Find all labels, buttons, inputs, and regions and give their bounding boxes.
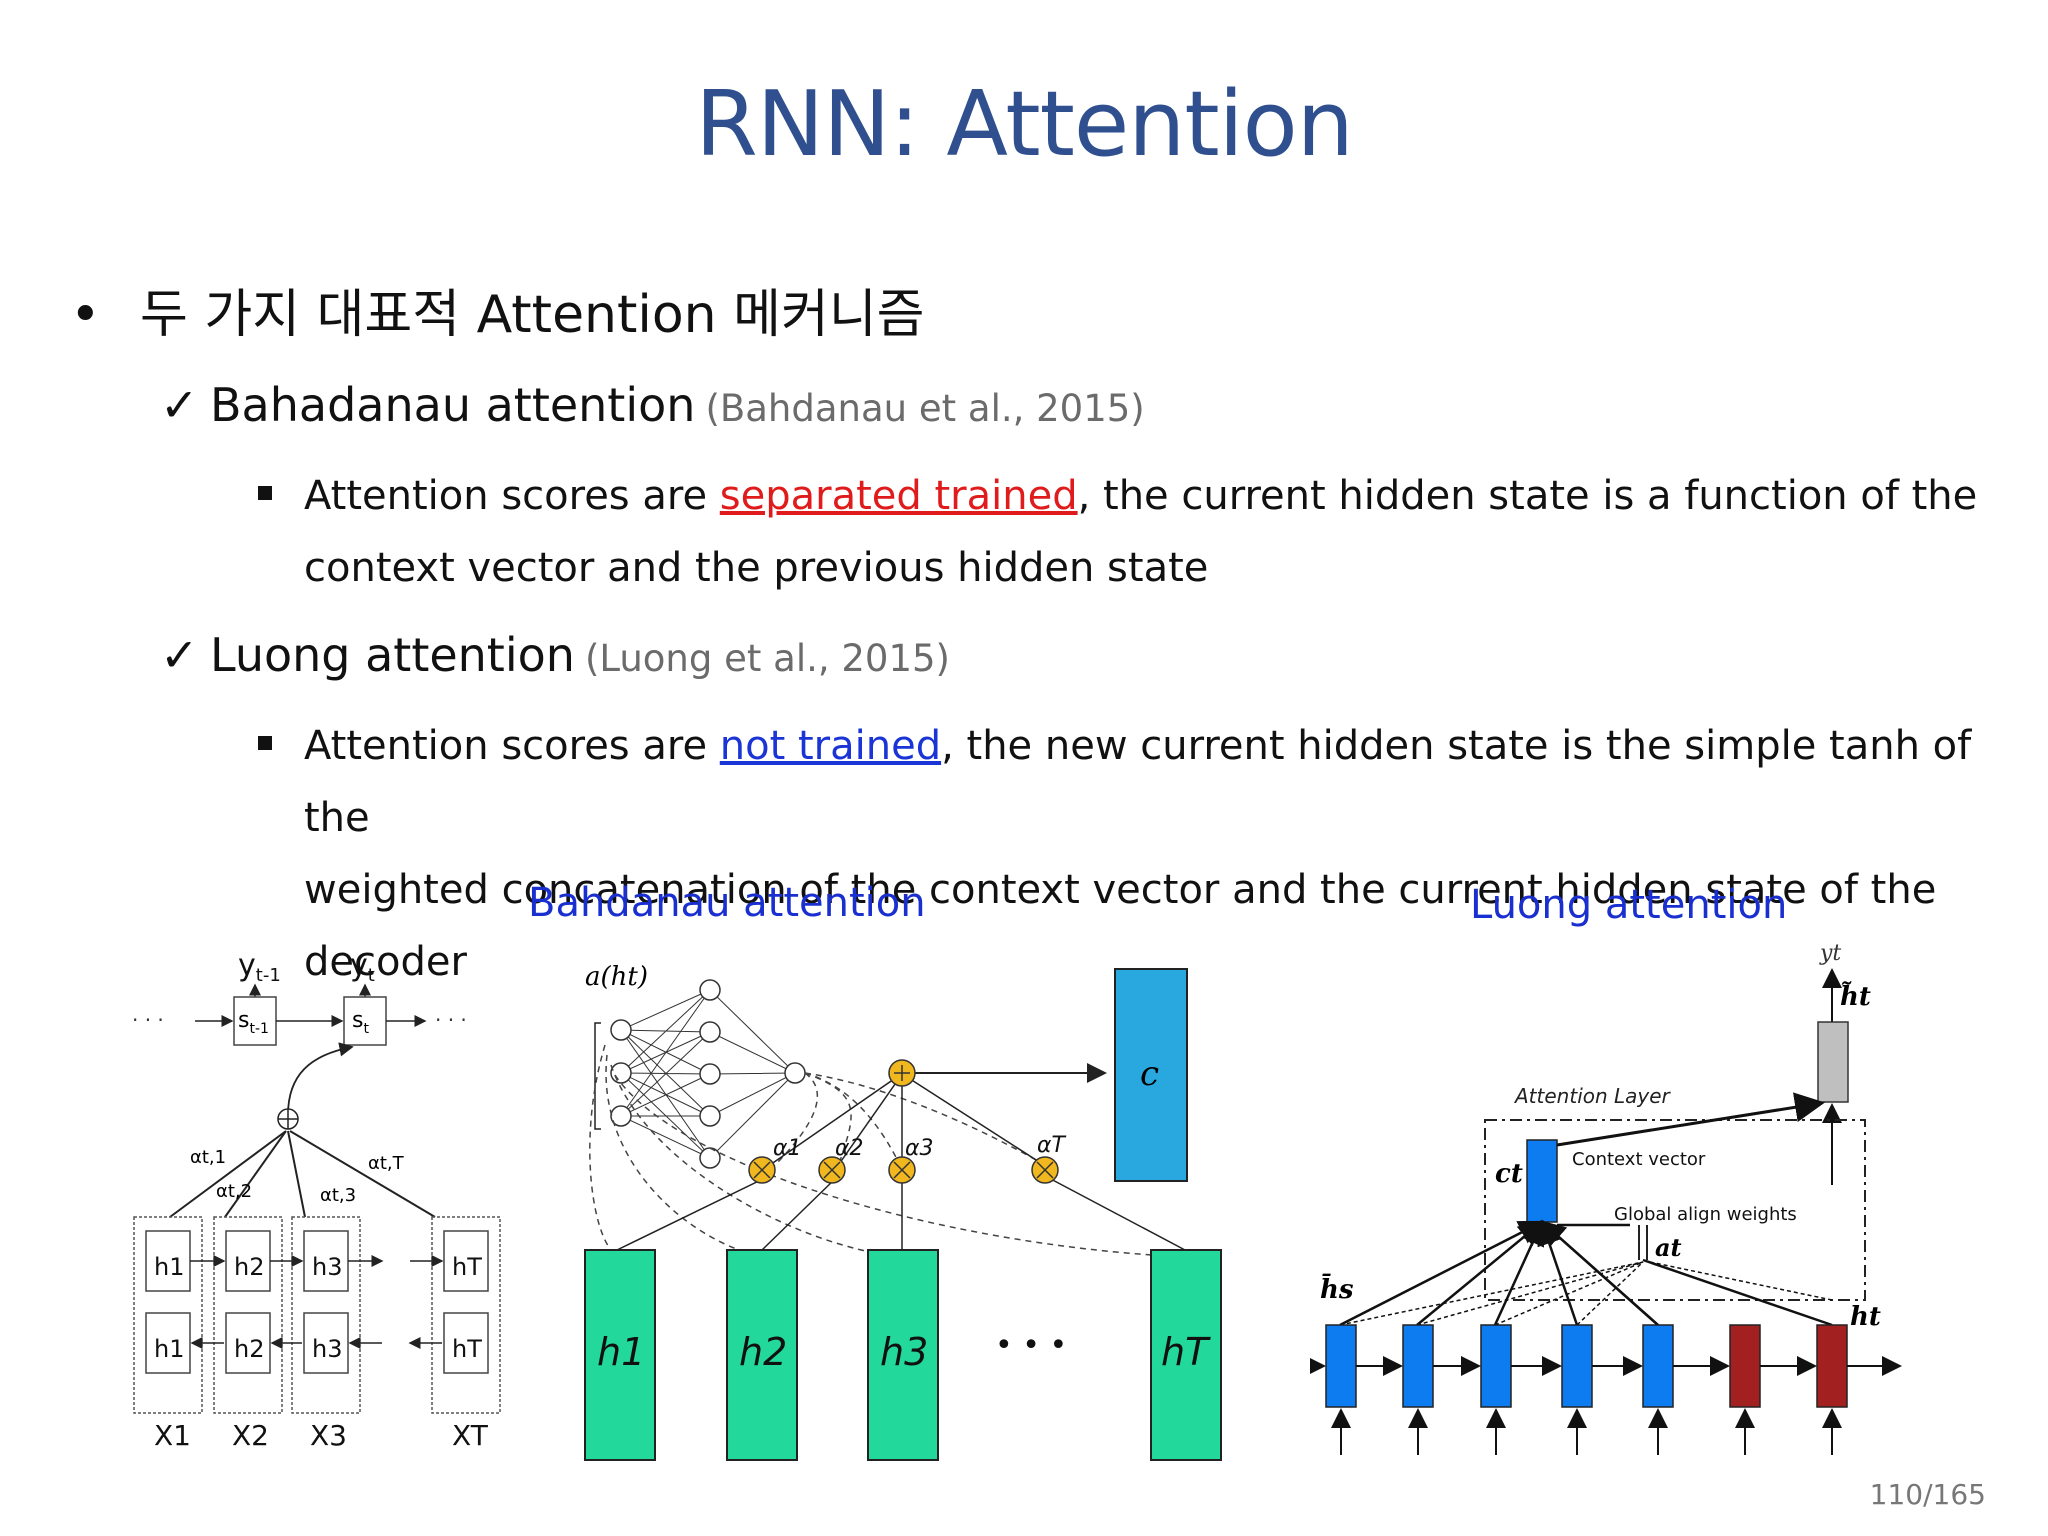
y-cur-sub: t	[368, 965, 375, 986]
sub-bullet-luong: ✓Luong attention(Luong et al., 2015)	[160, 628, 950, 682]
x-label: X3	[310, 1419, 347, 1452]
alpha-label: αt,1	[190, 1147, 226, 1168]
h-t-label: ht	[1850, 1302, 1881, 1332]
desc-text: context vector and the previous hidden s…	[304, 545, 1209, 591]
luong-name: Luong attention	[210, 628, 575, 682]
separated-trained-highlight: separated trained	[719, 473, 1078, 519]
x-label: X1	[154, 1419, 191, 1452]
decoder-cell	[1816, 1324, 1848, 1408]
bahdanau-name: Bahadanau attention	[210, 378, 696, 432]
left-ellipsis: · · ·	[132, 1008, 164, 1032]
bahdanau-attention-diagram: a(ht) α1 α2 α3	[584, 962, 1222, 1461]
right-ellipsis: · · ·	[435, 1008, 467, 1032]
luong-caption: Luong attention	[1470, 882, 1788, 928]
y-t-label: yt	[1819, 941, 1841, 966]
h-label: hT	[1161, 1330, 1211, 1374]
a-ht-label: a(ht)	[585, 962, 648, 992]
h-s-label: h̄s	[1320, 1273, 1354, 1305]
h-forward-label: h2	[234, 1253, 264, 1281]
h-label: h1	[597, 1330, 645, 1374]
x-label: XT	[452, 1419, 489, 1452]
desc-text: , the new current hidden state is the si…	[304, 723, 1972, 841]
bahdanau-caption: Bahdanau attention	[528, 880, 926, 926]
page-number: 110/165	[1869, 1478, 1986, 1511]
checkmark-icon: ✓	[160, 378, 199, 432]
alpha-label: αt,T	[368, 1153, 405, 1174]
c-t-label: ct	[1495, 1159, 1523, 1189]
s-cur-sub: t	[363, 1021, 369, 1037]
luong-citation: (Luong et al., 2015)	[584, 637, 950, 680]
s-prev-label: s	[238, 1008, 249, 1033]
output-cell	[1817, 1021, 1849, 1103]
alpha-label: αt,3	[320, 1185, 356, 1206]
h-backward-label: h3	[312, 1335, 342, 1363]
h-backward-label: h1	[154, 1335, 184, 1363]
y-prev-sub: t-1	[256, 965, 281, 986]
alpha-label: αT	[1037, 1133, 1067, 1158]
c-label: c	[1140, 1054, 1159, 1094]
decoder-cell	[1729, 1324, 1761, 1408]
luong-attention-diagram: yt h̃t Attention Layer ct Context vector…	[1310, 941, 1902, 1455]
desc-text: Attention scores are	[304, 723, 720, 769]
desc-text: Attention scores are	[304, 473, 720, 519]
alpha-label: αt,2	[216, 1181, 252, 1202]
square-bullet-icon	[258, 486, 272, 500]
h-forward-label: h1	[154, 1253, 184, 1281]
h-tilde-label: h̃t	[1840, 981, 1871, 1012]
ellipsis-dots: • • •	[995, 1328, 1067, 1363]
context-vector-label: Context vector	[1572, 1149, 1706, 1170]
attention-layer-label: Attention Layer	[1513, 1084, 1672, 1108]
svg-text:st: st	[352, 1008, 369, 1037]
encoder-cell	[1642, 1324, 1674, 1408]
h-forward-label: hT	[452, 1253, 482, 1281]
bullet-dot-icon: •	[70, 285, 101, 345]
s-prev-sub: t-1	[249, 1021, 268, 1037]
context-vector-cell	[1526, 1139, 1558, 1223]
context-vector-box	[1114, 968, 1188, 1182]
encoder-cell	[1480, 1324, 1512, 1408]
s-cur-cell	[343, 996, 387, 1046]
s-cur-label: s	[352, 1008, 363, 1033]
encoder-hidden-box	[867, 1249, 939, 1461]
slide-title: RNN: Attention	[695, 72, 1353, 177]
bidirectional-attention-diagram: yt-1 yt · · · · · · st-1 st αt,1 αt,2 αt…	[132, 948, 501, 1452]
desc-text: , the current hidden state is a function…	[1077, 473, 1978, 519]
encoder-hidden-box	[1150, 1249, 1222, 1461]
checkmark-icon: ✓	[160, 628, 199, 682]
svg-text:yt: yt	[350, 948, 375, 986]
svg-text:st-1: st-1	[238, 1008, 269, 1037]
bahdanau-citation: (Bahdanau et al., 2015)	[705, 387, 1145, 430]
global-align-label: Global align weights	[1614, 1204, 1797, 1225]
attention-layer-box	[1484, 1119, 1866, 1301]
not-trained-highlight: not trained	[719, 723, 942, 769]
sub-bullet-bahdanau: ✓Bahadanau attention(Bahdanau et al., 20…	[160, 378, 1145, 432]
y-cur-label: y	[350, 948, 368, 983]
encoder-cell	[1325, 1324, 1357, 1408]
h-backward-label: h2	[234, 1335, 264, 1363]
s-prev-cell	[233, 996, 277, 1046]
alpha-label: α2	[835, 1136, 864, 1161]
alpha-label: α3	[905, 1136, 934, 1161]
h-backward-label: hT	[452, 1335, 482, 1363]
h-forward-label: h3	[312, 1253, 342, 1281]
encoder-cell	[1402, 1324, 1434, 1408]
square-bullet-icon	[258, 736, 272, 750]
y-prev-label: y	[238, 948, 256, 983]
x-label: X2	[232, 1419, 269, 1452]
a-t-label: at	[1655, 1233, 1682, 1262]
desc-text: weighted concatenation of the context ve…	[304, 867, 1937, 985]
encoder-hidden-box	[726, 1249, 798, 1461]
h-label: h3	[880, 1330, 928, 1374]
main-bullet-text: 두 가지 대표적 Attention 메커니즘	[140, 285, 925, 345]
h-label: h2	[739, 1330, 787, 1374]
encoder-hidden-box	[584, 1249, 656, 1461]
encoder-cell	[1561, 1324, 1593, 1408]
alpha-label: α1	[773, 1136, 802, 1161]
svg-text:yt-1: yt-1	[238, 948, 281, 986]
main-bullet: • 두 가지 대표적 Attention 메커니즘	[70, 272, 925, 347]
